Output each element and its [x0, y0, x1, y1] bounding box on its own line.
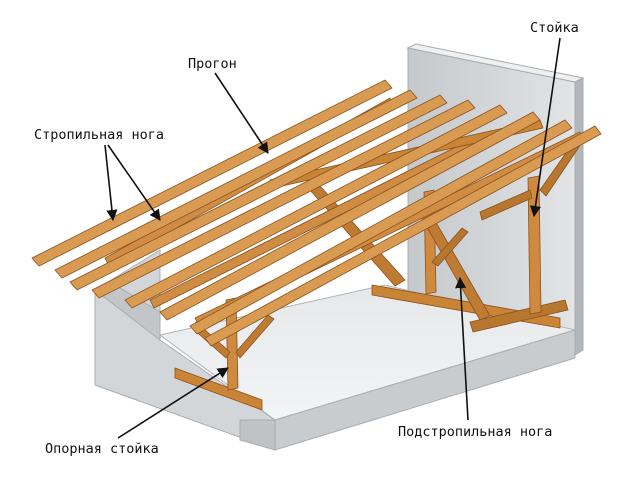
rafter-7: [189, 119, 573, 335]
arrow-rafter-b: [107, 144, 161, 221]
strut-c: [431, 227, 469, 267]
strut-e: [479, 189, 533, 221]
arrow-post: [529, 37, 561, 218]
rafter-3: [69, 94, 448, 291]
timber-frame: [31, 79, 602, 411]
rafter-1: [31, 79, 393, 267]
support-post-brace-right: [235, 314, 275, 359]
rafter-8: [204, 125, 602, 347]
label-rafter: Стропильная нога: [34, 127, 165, 143]
arrow-strut: [454, 276, 469, 421]
rafter-4: [91, 99, 476, 299]
rafter-6: [159, 111, 541, 321]
label-purlin: Прогон: [188, 56, 237, 72]
arrow-support-post: [117, 367, 229, 439]
floor-slab: [158, 284, 577, 451]
label-post: Стойка: [530, 20, 579, 36]
rafter-2: [54, 89, 418, 279]
support-post: [225, 297, 239, 391]
label-support-post: Опорная стойка: [45, 441, 159, 457]
arrow-rafter-a: [104, 144, 118, 222]
label-strut: Подстропильная нога: [398, 424, 553, 440]
rafter-5: [124, 104, 508, 309]
arrow-purlin: [214, 72, 269, 154]
leader-arrows: [104, 37, 561, 439]
